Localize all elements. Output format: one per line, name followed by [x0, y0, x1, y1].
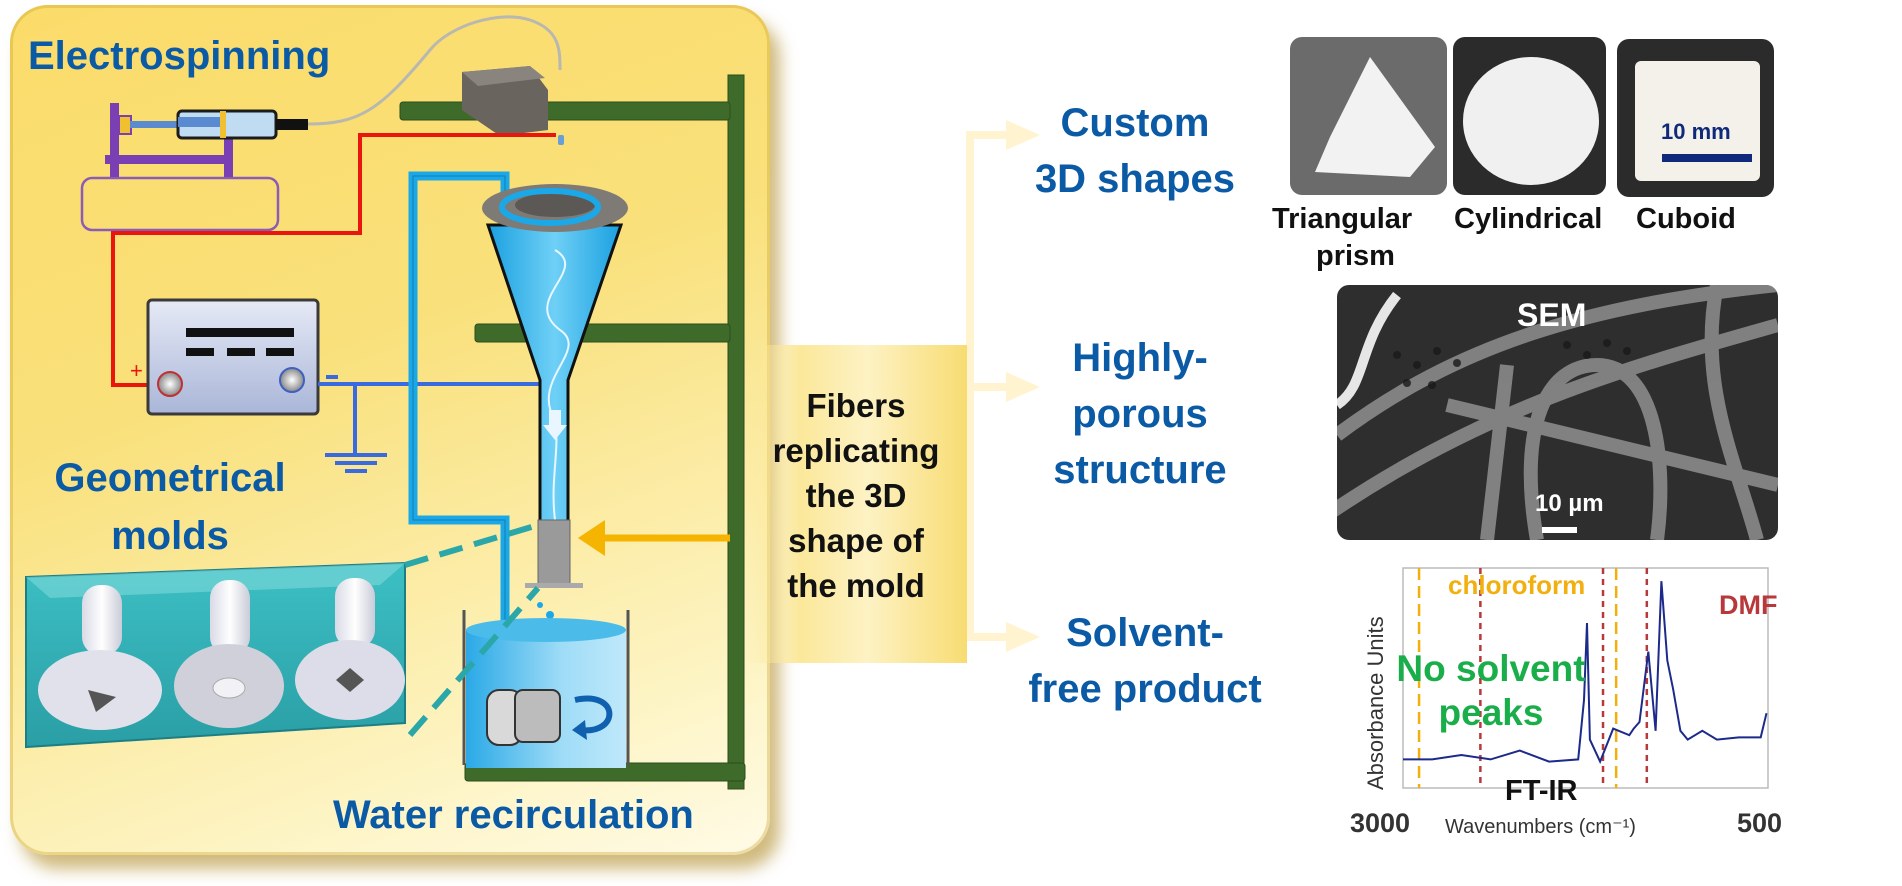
water-recirculation-label: Water recirculation [333, 793, 694, 837]
syringe-pump [80, 15, 562, 232]
ftir-plot [1402, 567, 1769, 789]
callout-line: Fibers [806, 387, 906, 424]
feature-porous-structure: Highly- porous structure [1020, 330, 1260, 498]
water-tank [462, 610, 630, 768]
fibers-callout: Fibers replicating the 3D shape of the m… [745, 345, 967, 663]
funnel-collector [482, 184, 628, 626]
feature-line: Custom [1060, 101, 1210, 145]
positive-terminal-label: + [130, 358, 143, 383]
mold-circle [174, 580, 284, 728]
zoom-guide-lines [404, 522, 541, 737]
feature-solvent-free: Solvent- free product [1010, 605, 1280, 717]
molds-label-line2: molds [111, 514, 229, 558]
feature-line: 3D shapes [1034, 157, 1236, 201]
label-cuboid: Cuboid [1636, 203, 1736, 235]
photo-cuboid: 10 mm [1617, 39, 1774, 197]
scale-bar-mm: 10 mm [1661, 119, 1731, 144]
label-cylindrical: Cylindrical [1454, 203, 1603, 235]
callout-text: Fibers replicating the 3D shape of the m… [745, 383, 967, 608]
feature-line: Solvent- [1066, 611, 1224, 655]
feature-line: porous [1072, 392, 1208, 436]
no-solvent-note: No solvent peaks [1375, 647, 1607, 735]
note-line: No solvent [1396, 648, 1586, 689]
plot-frame [1402, 567, 1769, 789]
high-voltage-wire [111, 133, 556, 387]
x-tick-right: 500 [1737, 808, 1783, 838]
photo-triangular-prism [1290, 37, 1447, 195]
feature-line: Highly- [1072, 336, 1208, 380]
feature-custom-shapes: Custom 3D shapes [1015, 95, 1255, 207]
sem-title: SEM [1517, 297, 1587, 333]
mold-diamond [295, 578, 405, 720]
annotation-chloroform: chloroform [1448, 570, 1586, 600]
spectrum-line [1403, 581, 1768, 765]
ftir-title: FT-IR [1505, 775, 1578, 807]
x-tick-left: 3000 [1350, 808, 1411, 838]
callout-line: the mold [787, 567, 925, 604]
photo-cylindrical [1453, 37, 1606, 195]
ftir-ylabel: Absorbance Units [1363, 616, 1388, 790]
callout-arrow [578, 520, 730, 556]
power-supply [146, 298, 320, 416]
ftir-xlabel: Wavenumbers (cm⁻¹) [1445, 816, 1636, 838]
sem-scale-bar: 10 µm [1535, 490, 1604, 517]
label-prism: prism [1316, 240, 1395, 272]
feature-line: structure [1053, 448, 1227, 492]
feature-line: free product [1028, 667, 1262, 711]
note-line: peaks [1438, 692, 1544, 733]
mold-display [25, 561, 406, 749]
molds-label-line1: Geometrical [54, 456, 286, 500]
label-triangular: Triangular [1272, 203, 1413, 235]
callout-line: replicating [772, 432, 940, 469]
ftir-chart: Absorbance Units chloroform DMF No solve… [1345, 560, 1790, 845]
annotation-dmf: DMF [1719, 590, 1778, 620]
mold-triangle [38, 585, 162, 730]
feature-bracket [966, 120, 1040, 652]
callout-line: the 3D [805, 477, 907, 514]
ground-wire [318, 375, 545, 473]
electrospinning-label: Electrospinning [28, 34, 331, 78]
sem-image: SEM 10 µm [1337, 285, 1778, 540]
callout-line: shape of [788, 522, 924, 559]
nozzle-block [462, 66, 564, 145]
